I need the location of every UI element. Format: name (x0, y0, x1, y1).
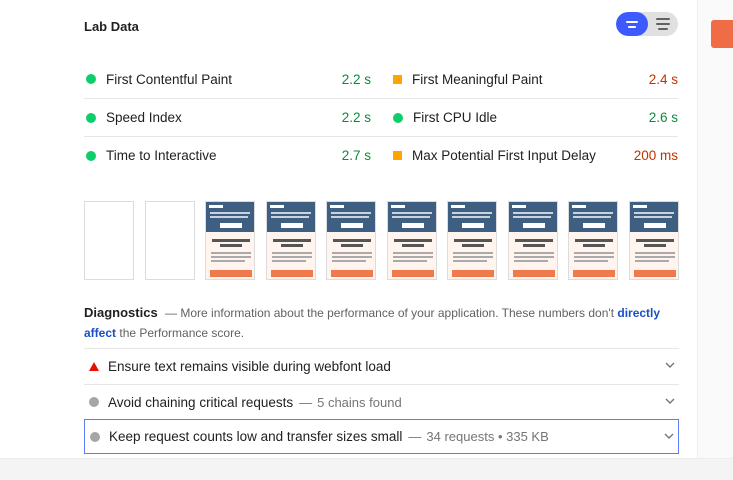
metric-label: First Contentful Paint (106, 71, 233, 87)
audit-critical-request-chains[interactable]: Avoid chaining critical requests — 5 cha… (84, 384, 679, 419)
audit-separator: — (299, 394, 313, 410)
filmstrip-frame (145, 201, 195, 280)
pass-dot-icon (86, 150, 96, 161)
diagnostics-description-end: the Performance score. (119, 326, 245, 340)
metric-row: First Contentful Paint 2.2 s First Meani… (84, 60, 678, 98)
pass-dot-icon (86, 74, 96, 84)
metric-max-potential-fid: Max Potential First Input Delay 200 ms (391, 137, 678, 174)
filmstrip-frame (387, 201, 437, 280)
diagnostics-description: More information about the performance o… (180, 306, 615, 320)
chevron-down-icon[interactable] (664, 359, 676, 371)
filmstrip-frame (84, 201, 134, 280)
pass-dot-icon (393, 112, 403, 123)
section-title: Lab Data (84, 19, 139, 34)
metric-label: First CPU Idle (413, 110, 498, 125)
diagnostics-dash: — (165, 306, 178, 320)
panel-tab[interactable] (711, 20, 733, 48)
metric-label: Max Potential First Input Delay (412, 148, 596, 163)
info-dot-icon (88, 397, 99, 407)
audit-separator: — (408, 429, 422, 444)
metric-label: Speed Index (106, 110, 182, 125)
diagnostics-header: Diagnostics — More information about the… (84, 303, 684, 343)
diagnostics-title: Diagnostics (84, 305, 158, 320)
info-dot-icon (89, 431, 100, 442)
metric-value: 2.7 s (341, 148, 371, 163)
audit-title: Avoid chaining critical requests (108, 394, 294, 410)
filmstrip-frame (447, 201, 497, 280)
metric-value: 2.2 s (341, 71, 371, 87)
filmstrip-frame (205, 201, 255, 280)
metric-value: 200 ms (633, 148, 678, 163)
bottom-strip (0, 458, 733, 480)
filmstrip-frame (568, 201, 618, 280)
filmstrip-frame (266, 201, 316, 280)
average-square-icon (393, 74, 402, 84)
metric-time-to-interactive: Time to Interactive 2.7 s (84, 137, 371, 174)
metric-speed-index: Speed Index 2.2 s (84, 99, 371, 136)
chevron-down-icon[interactable] (663, 430, 675, 442)
metric-row: Speed Index 2.2 s First CPU Idle 2.6 s (84, 98, 678, 136)
chevron-down-icon[interactable] (664, 395, 676, 407)
metric-value: 2.6 s (648, 110, 678, 125)
list-compact-icon[interactable] (616, 12, 648, 36)
view-toggle[interactable] (616, 12, 678, 36)
audit-detail: 5 chains found (317, 394, 402, 410)
pass-dot-icon (86, 112, 96, 123)
audit-title: Ensure text remains visible during webfo… (108, 358, 391, 374)
fail-triangle-icon (88, 361, 99, 371)
list-expanded-icon[interactable] (647, 12, 678, 36)
metric-value: 2.2 s (341, 110, 371, 125)
metric-label: Time to Interactive (106, 148, 217, 163)
audit-detail: 34 requests • 335 KB (426, 429, 549, 444)
metric-first-cpu-idle: First CPU Idle 2.6 s (391, 99, 678, 136)
average-square-icon (393, 151, 402, 160)
metric-first-meaningful-paint: First Meaningful Paint 2.4 s (391, 60, 678, 98)
audit-font-display[interactable]: Ensure text remains visible during webfo… (84, 348, 679, 383)
metric-row: Time to Interactive 2.7 s Max Potential … (84, 136, 678, 174)
metric-label: First Meaningful Paint (412, 71, 543, 87)
side-panel-edge (697, 0, 733, 480)
filmstrip-frame (326, 201, 376, 280)
filmstrip-frame (629, 201, 679, 280)
filmstrip (84, 201, 679, 280)
metric-value: 2.4 s (648, 71, 678, 87)
filmstrip-frame (508, 201, 558, 280)
audit-resource-summary[interactable]: Keep request counts low and transfer siz… (84, 419, 679, 454)
metrics-grid: First Contentful Paint 2.2 s First Meani… (84, 60, 678, 174)
metric-first-contentful-paint: First Contentful Paint 2.2 s (84, 60, 371, 98)
audit-title: Keep request counts low and transfer siz… (109, 429, 403, 444)
diagnostics-link[interactable]: directly affect (84, 306, 661, 340)
